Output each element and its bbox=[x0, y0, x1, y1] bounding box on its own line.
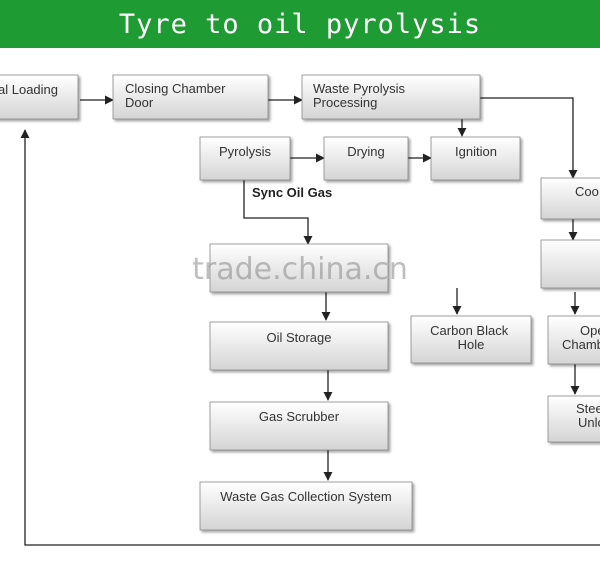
node-labels: al Loading Closing Chamber Door Waste Py… bbox=[0, 81, 600, 504]
label-closing-chamber-door: Closing Chamber Door bbox=[125, 81, 229, 110]
box-open-chamber bbox=[547, 315, 600, 365]
box-ignition bbox=[430, 136, 521, 181]
edge-label-sync-oil-gas: Sync Oil Gas bbox=[252, 185, 332, 200]
watermark-text: trade.china.cn bbox=[192, 252, 408, 287]
label-open-chamber: Ope Chamb bbox=[562, 323, 600, 352]
label-pyrolysis: Pyrolysis bbox=[219, 144, 272, 159]
node-boxes bbox=[0, 74, 600, 531]
label-gas-scrubber: Gas Scrubber bbox=[259, 409, 340, 424]
connectors bbox=[20, 95, 600, 546]
label-carbon-black-hole: Carbon Black Hole bbox=[430, 323, 512, 352]
label-cooling: Coo bbox=[575, 184, 599, 199]
label-waste-gas-collection: Waste Gas Collection System bbox=[220, 489, 391, 504]
edge-return-loop bbox=[20, 129, 600, 546]
box-oil-storage bbox=[209, 321, 389, 371]
box-steel-unloading bbox=[547, 395, 600, 443]
label-material-loading: al Loading bbox=[0, 82, 58, 97]
edge-pyrolysis-to-condenser bbox=[243, 180, 313, 245]
box-gas-scrubber bbox=[209, 401, 389, 451]
label-waste-pyrolysis-processing: Waste Pyrolysis Processing bbox=[313, 81, 409, 110]
box-material-loading bbox=[0, 74, 79, 120]
label-ignition: Ignition bbox=[455, 144, 497, 159]
box-condenser-right bbox=[540, 239, 600, 289]
box-closing-chamber-door bbox=[112, 74, 269, 120]
title-banner: Tyre to oil pyrolysis bbox=[0, 0, 600, 48]
label-drying: Drying bbox=[347, 144, 385, 159]
box-waste-pyrolysis-processing bbox=[301, 74, 481, 120]
page-title: Tyre to oil pyrolysis bbox=[118, 8, 482, 40]
box-drying bbox=[323, 136, 409, 181]
box-cooling bbox=[540, 177, 600, 220]
box-waste-gas-collection bbox=[199, 481, 413, 531]
label-steel-unloading: Stee Unlo bbox=[576, 401, 600, 430]
label-oil-storage: Oil Storage bbox=[266, 330, 331, 345]
box-condenser bbox=[209, 243, 389, 293]
box-pyrolysis bbox=[199, 136, 291, 181]
box-carbon-black-hole bbox=[410, 315, 532, 364]
edge-waste-to-cooling bbox=[480, 97, 578, 179]
